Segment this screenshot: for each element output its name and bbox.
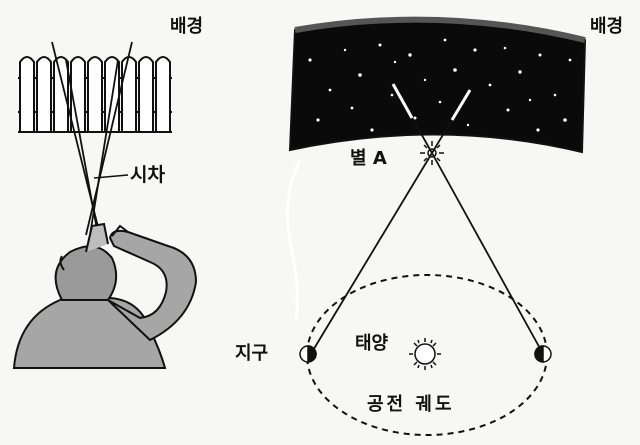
- sun-label: 태양: [355, 335, 388, 353]
- night-sky: [290, 20, 585, 152]
- scan-mark: [288, 160, 301, 320]
- star-a-label: 별 A: [350, 150, 387, 168]
- earth-left: [300, 346, 316, 362]
- left-background-label: 배경: [170, 18, 203, 36]
- sun: [409, 338, 441, 370]
- right-background-label: 배경: [590, 18, 623, 36]
- person-figure: [14, 224, 196, 368]
- earth-right: [535, 346, 551, 362]
- fence: [18, 57, 172, 132]
- orbit-label: 공전 궤도: [367, 396, 455, 414]
- parallax-label: 시차: [130, 166, 165, 185]
- earth-label: 지구: [235, 345, 268, 363]
